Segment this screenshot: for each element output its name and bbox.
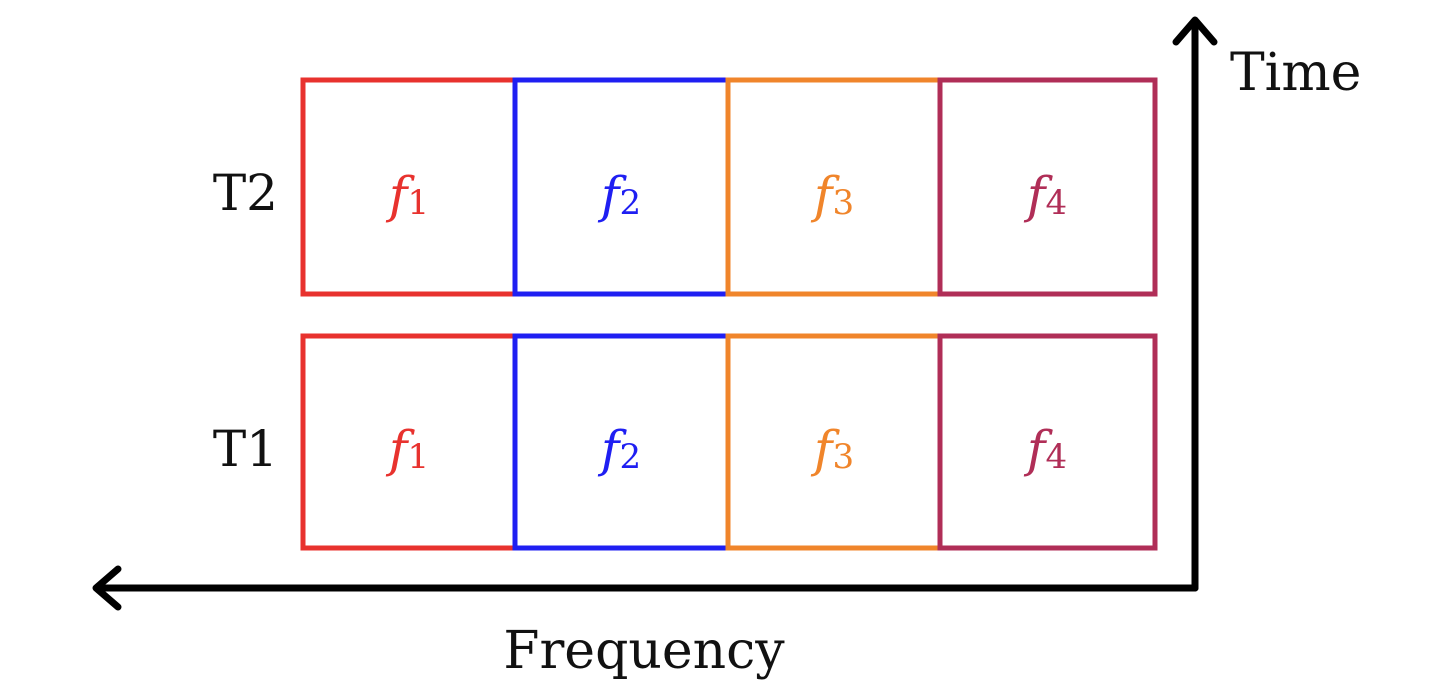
cell-label-t1-f1: f1 xyxy=(385,420,429,478)
cell-label-t2-f2: f2 xyxy=(597,166,641,224)
row-label-t2: T2 xyxy=(213,164,278,222)
row-label-t1: T1 xyxy=(213,420,278,478)
cell-t1-f4 xyxy=(937,333,1158,551)
frequency-axis-arrowhead xyxy=(92,565,122,611)
time-axis-label: Time xyxy=(1230,43,1361,103)
axes xyxy=(92,16,1218,611)
row-t1: T1 f1 f2 f3 f4 xyxy=(213,333,1158,551)
cell-label-t2-f4: f4 xyxy=(1023,166,1067,224)
frequency-axis-label: Frequency xyxy=(503,621,785,681)
cell-label-t1-f4: f4 xyxy=(1023,420,1067,478)
cell-label-t2-f1: f1 xyxy=(385,166,429,224)
cell-label-t1-f2: f2 xyxy=(597,420,641,478)
cell-label-t1-f3: f3 xyxy=(810,420,854,478)
cell-t2-f4 xyxy=(937,77,1158,297)
time-axis-arrowhead xyxy=(1172,16,1218,46)
row-t2: T2 f1 f2 f3 f4 xyxy=(213,77,1158,297)
cell-label-t2-f3: f3 xyxy=(810,166,854,224)
